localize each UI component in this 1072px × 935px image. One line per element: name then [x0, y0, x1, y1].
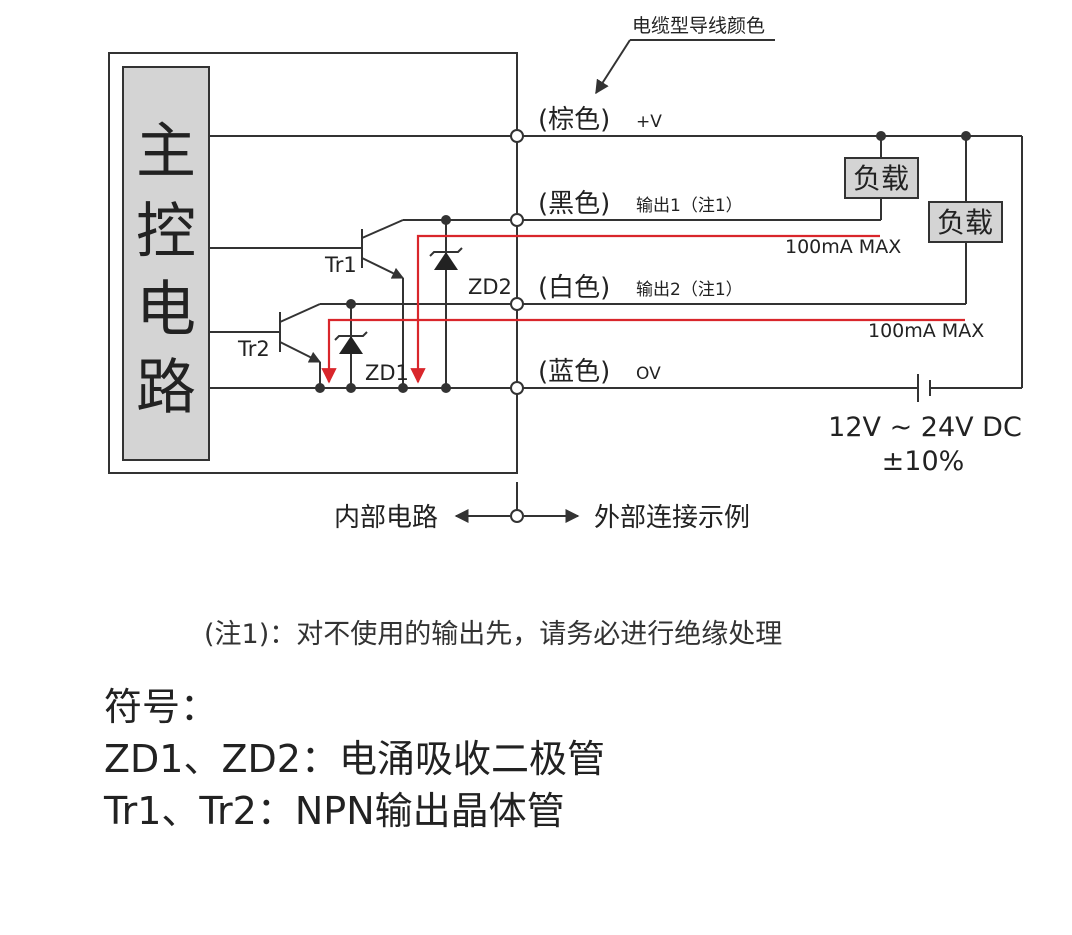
node-ov-zd1 [346, 383, 356, 393]
external-example-label: 外部连接示例 [594, 503, 750, 533]
max-current-2: 100mA MAX [868, 320, 984, 342]
legend-transistor: Tr1、Tr2：NPN输出晶体管 [104, 789, 565, 833]
tr2-emitter [279, 341, 322, 363]
wire-color-blue: (蓝色) [538, 357, 610, 387]
legend-zener: ZD1、ZD2：电涌吸收二极管 [104, 737, 605, 781]
supply-voltage: 12V ~ 24V DC [828, 412, 1022, 443]
node-plus-v-load1 [876, 131, 886, 141]
terminal-ov [510, 381, 524, 395]
node-plus-v-load2 [961, 131, 971, 141]
zd2-bar [429, 247, 463, 257]
node-ov-zd2 [441, 383, 451, 393]
tr1-emitter [361, 257, 405, 279]
node-ov-tr2 [315, 383, 325, 393]
divider-terminal [510, 509, 524, 523]
node-ov-tr1 [398, 383, 408, 393]
wiring-diagram: 主 控 电 路 电缆型导线颜色 12V ~ 24V DC ±10% 负载 负载 … [108, 15, 1023, 533]
load-1-label: 负载 [853, 162, 909, 195]
current-path-2 [321, 318, 965, 384]
node-output1-tr1 [441, 215, 451, 225]
terminal-output2 [510, 297, 524, 311]
cable-color-caption: 电缆型导线颜色 [632, 15, 765, 37]
main-circuit-box [122, 66, 210, 461]
zd1-label: ZD1 [365, 361, 409, 385]
wire-color-white: (白色) [538, 273, 610, 303]
tr1-collector [361, 219, 404, 239]
wire-color-black: (黑色) [538, 189, 610, 219]
zd2-symbol [434, 252, 458, 270]
terminal-output1 [510, 213, 524, 227]
main-circuit-char-4: 路 [136, 353, 196, 423]
wire-signal-plus-v: +V [636, 112, 662, 132]
load-1-box [844, 157, 919, 199]
supply-tolerance: ±10% [882, 446, 965, 477]
zd1-bar [334, 331, 368, 341]
wire-signal-ov: OV [636, 364, 661, 384]
wire-signal-output2: 输出2（注1） [636, 280, 743, 300]
main-circuit-char-1: 主 [136, 117, 196, 187]
node-output2-zd1 [346, 299, 356, 309]
footnote: (注1)：对不使用的输出先，请务必进行绝缘处理 [204, 619, 783, 650]
main-circuit-char-2: 控 [136, 197, 196, 267]
terminal-plus-v [510, 129, 524, 143]
max-current-1: 100mA MAX [785, 236, 901, 258]
internal-circuit-label: 内部电路 [334, 503, 438, 533]
wire-signal-output1: 输出1（注1） [636, 196, 743, 216]
tr2-label: Tr2 [237, 337, 270, 361]
caption-pointer [595, 39, 631, 95]
internal-circuit-frame [108, 52, 518, 474]
wire-color-brown: (棕色) [538, 105, 610, 135]
legend-title: 符号： [104, 685, 219, 729]
tr2-collector [279, 303, 321, 323]
tr1-label: Tr1 [324, 253, 357, 277]
zd2-label: ZD2 [468, 275, 512, 299]
current-path-1 [410, 234, 880, 384]
main-circuit-char-3: 电 [136, 275, 196, 345]
zd1-symbol [339, 336, 363, 354]
load-2-label: 负载 [937, 206, 993, 239]
